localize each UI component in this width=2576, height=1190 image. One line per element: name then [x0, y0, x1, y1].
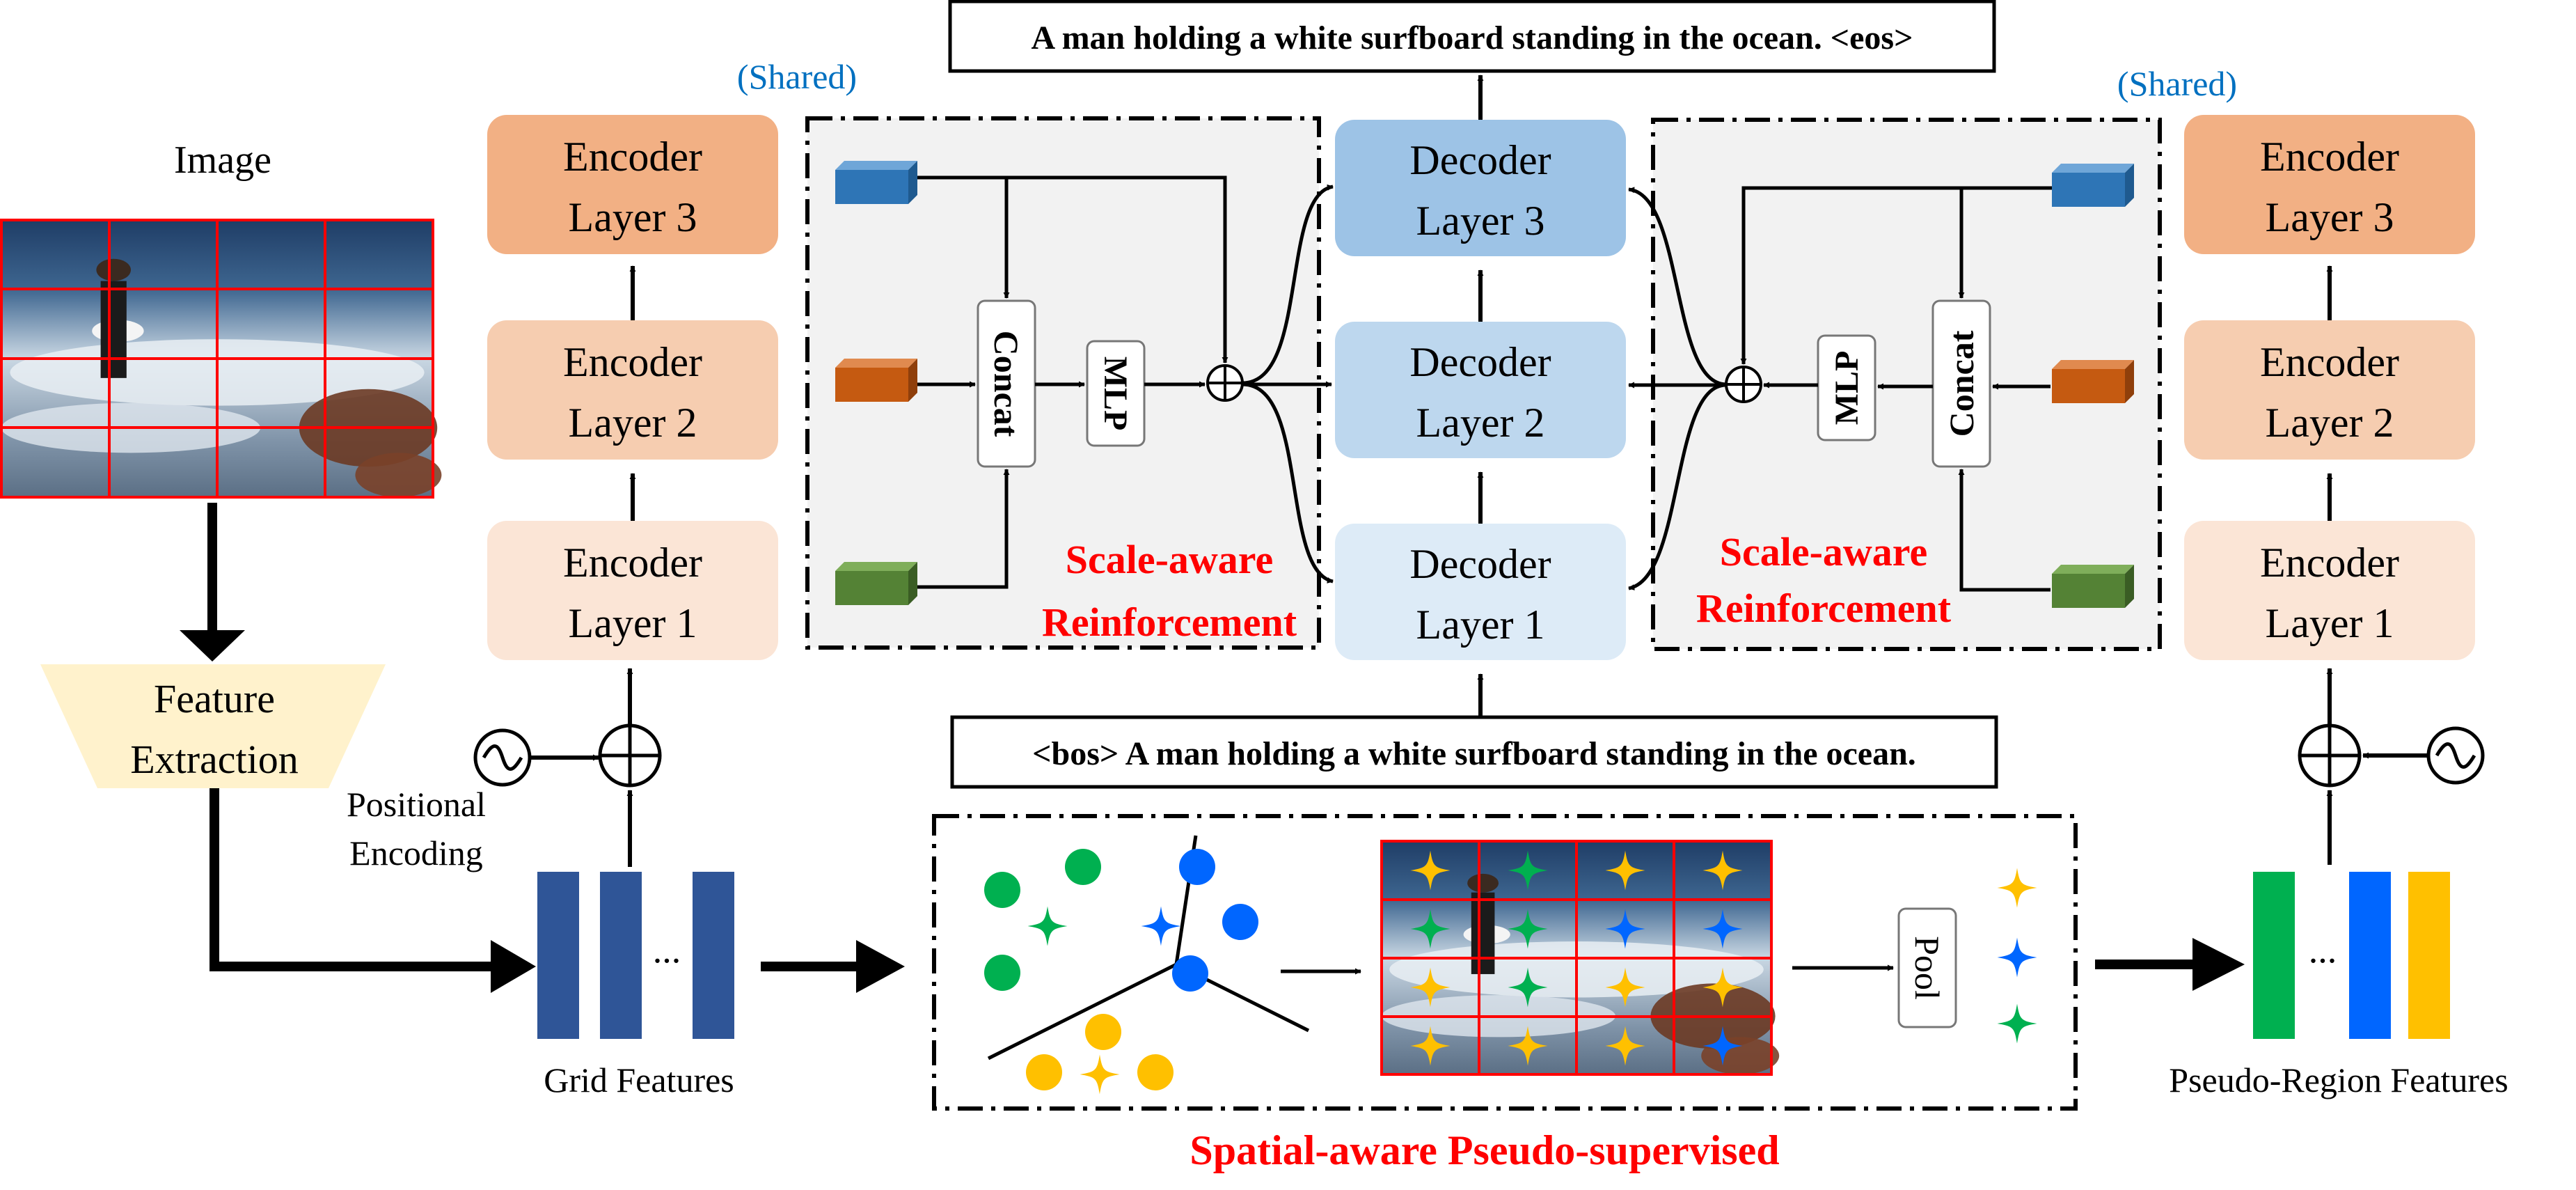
input-image [0, 219, 442, 499]
decoder-layer-2: Decoder Layer 2 [1335, 322, 1626, 458]
blue-cube [835, 161, 917, 204]
concat-label-right: Concat [1942, 330, 1981, 437]
concat-label-left: Concat [987, 331, 1026, 437]
pool-label: Pool [1908, 936, 1947, 1000]
right-encoder-layer-1-line1: Encoder [2260, 540, 2399, 586]
left-encoder-layer-1: Encoder Layer 1 [487, 521, 778, 660]
left-scale-aware-panel: Concat MLP Scale-aware Reinforcement [805, 116, 1321, 650]
orange-cube [2052, 360, 2134, 403]
right-encoder-layer-1-line2: Layer 1 [2266, 600, 2394, 646]
feature-extraction-line2: Extraction [130, 737, 299, 782]
image-title: Image [174, 139, 271, 182]
sar-label-left-line2: Reinforcement [1042, 600, 1297, 645]
decoder-layer-3-line2: Layer 3 [1416, 198, 1545, 244]
left-encoder-layer-3: Encoder Layer 3 [487, 115, 778, 254]
concat-box-left: Concat [977, 299, 1036, 468]
output-sentence-box: A man holding a white surfboard standing… [948, 0, 1996, 73]
sar-label-right-line2: Reinforcement [1696, 586, 1952, 631]
add-icon [1725, 366, 1762, 403]
sar-label-right-line1: Scale-aware [1720, 529, 1928, 574]
decoder-layer-3: Decoder Layer 3 [1335, 120, 1626, 256]
grid-features-ellipsis: ... [653, 929, 681, 971]
right-scale-aware-panel: Concat MLP Scale-aware Reinforcement [1651, 118, 2162, 651]
grid-image-with-centroids [1380, 840, 1780, 1076]
input-sentence-box: <bos> A man holding a white surfboard st… [950, 715, 1998, 789]
feature-extraction-block: Feature Extraction [40, 664, 386, 788]
right-encoder-layer-3-line2: Layer 3 [2266, 194, 2394, 240]
positional-encoding-line2: Encoding [349, 833, 483, 872]
add-icon [598, 723, 662, 788]
left-encoder-layer-1-line1: Encoder [563, 540, 702, 586]
pseudo-region-ellipsis: ... [2309, 929, 2337, 971]
left-encoder-layer-3-line1: Encoder [563, 134, 702, 180]
decoder-layer-2-line1: Decoder [1409, 339, 1551, 385]
left-encoder-layer-3-line2: Layer 3 [569, 194, 697, 240]
grid-features-label: Grid Features [544, 1060, 734, 1099]
spatial-aware-label: Spatial-aware Pseudo-supervised [1190, 1127, 1779, 1173]
sar-label-left-line1: Scale-aware [1066, 537, 1274, 582]
pseudo-region-label: Pseudo-Region Features [2169, 1060, 2508, 1099]
left-encoder-layer-2-line2: Layer 2 [569, 400, 697, 446]
mlp-label-right: MLP [1828, 351, 1865, 425]
add-icon [2298, 723, 2362, 788]
input-sentence: <bos> A man holding a white surfboard st… [1032, 735, 1916, 772]
blue-cube [2052, 164, 2134, 207]
spatial-aware-panel: Pool [932, 814, 2078, 1111]
right-encoder-layer-2-line1: Encoder [2260, 339, 2399, 385]
decoder-layer-3-line1: Decoder [1409, 137, 1551, 183]
mlp-label-left: MLP [1097, 357, 1134, 431]
right-encoder-layer-2-line2: Layer 2 [2266, 400, 2394, 446]
left-encoder-layer-2: Encoder Layer 2 [487, 320, 778, 460]
sine-icon [2426, 726, 2485, 785]
green-cube [2052, 565, 2134, 608]
decoder-layer-2-line2: Layer 2 [1416, 400, 1545, 446]
positional-encoding-line1: Positional [347, 785, 486, 824]
decoder-layer-1-line1: Decoder [1409, 541, 1551, 587]
right-encoder-layer-3: Encoder Layer 3 [2184, 115, 2475, 254]
grid-features: ... [537, 872, 734, 1039]
right-encoder-layer-3-line1: Encoder [2260, 134, 2399, 180]
green-cube [835, 562, 917, 605]
concat-box-right: Concat [1931, 299, 1991, 468]
shared-label-left: (Shared) [737, 57, 857, 96]
left-encoder-layer-2-line1: Encoder [563, 339, 702, 385]
pseudo-region-features: ... [2253, 872, 2450, 1039]
decoder-layer-1: Decoder Layer 1 [1335, 524, 1626, 660]
feature-extraction-line1: Feature [154, 676, 275, 721]
add-icon [1206, 364, 1244, 402]
mlp-box-left: MLP [1086, 340, 1146, 447]
pool-box: Pool [1897, 907, 1957, 1028]
orange-cube [835, 359, 917, 402]
sine-icon [473, 728, 532, 787]
right-encoder-layer-1: Encoder Layer 1 [2184, 521, 2475, 660]
right-encoder-layer-2: Encoder Layer 2 [2184, 320, 2475, 460]
output-sentence: A man holding a white surfboard standing… [1032, 19, 1913, 56]
shared-label-right: (Shared) [2117, 64, 2237, 103]
mlp-box-right: MLP [1817, 334, 1876, 441]
clustering-diagram [984, 835, 1310, 1095]
left-encoder-layer-1-line2: Layer 1 [569, 600, 697, 646]
decoder-layer-1-line2: Layer 1 [1416, 602, 1545, 648]
